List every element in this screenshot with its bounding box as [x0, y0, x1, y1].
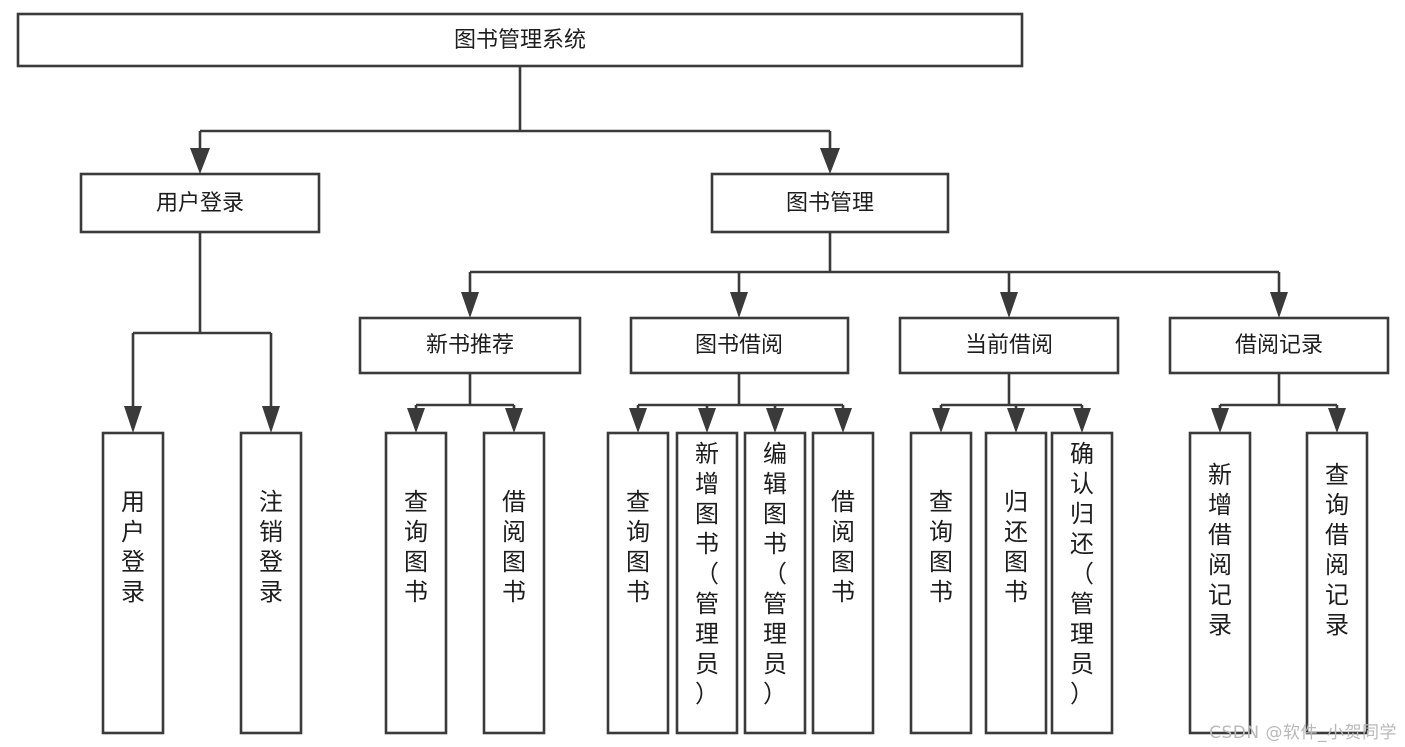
node-leaf-query-record-label: 查询借阅记录 — [1325, 461, 1349, 639]
node-leaf-add-record-label: 新增借阅记录 — [1208, 461, 1232, 639]
arrow-head-leaf-return-book — [1007, 408, 1025, 433]
node-leaf-borrow-book-2-box[interactable] — [811, 431, 875, 735]
node-leaf-edit-book[interactable]: 编辑图书（管理员） — [743, 431, 807, 735]
node-leaf-query-book-3-label: 查询图书 — [929, 488, 953, 606]
node-leaf-query-book-2-box[interactable] — [606, 431, 670, 735]
node-new-book-recommend-box[interactable] — [358, 316, 582, 375]
watermark: CSDN @软件_小贺同学 — [1209, 723, 1397, 743]
node-leaf-edit-book-box[interactable] — [743, 431, 807, 735]
arrow-head-book-borrow — [730, 292, 748, 318]
node-leaf-add-book-label: 新增图书（管理员） — [695, 440, 719, 708]
node-leaf-borrow-book-1[interactable]: 借阅图书 — [482, 431, 546, 735]
arrow-head-user-login — [190, 148, 210, 174]
node-leaf-query-book-2-label: 查询图书 — [626, 488, 650, 606]
node-root[interactable]: 图书管理系统 — [16, 12, 1024, 68]
arrow-head-leaf-edit-book — [766, 408, 784, 433]
connector-group-new-book-recommend — [407, 373, 523, 433]
node-leaf-logout-login-label: 注销登录 — [259, 488, 283, 606]
arrow-head-leaf-confirm-return — [1073, 408, 1091, 433]
node-leaf-borrow-book-2-label: 借阅图书 — [831, 488, 855, 606]
node-leaf-edit-book-label: 编辑图书（管理员） — [763, 440, 787, 708]
node-leaf-confirm-return-label: 确认归还（管理员） — [1070, 440, 1094, 708]
node-leaf-return-book-label: 归还图书 — [1004, 488, 1028, 606]
node-root-box[interactable] — [16, 12, 1024, 68]
node-new-book-recommend-label: 新书推荐 — [426, 333, 514, 358]
node-book-borrow[interactable]: 图书借阅 — [629, 316, 850, 375]
node-leaf-borrow-book-2[interactable]: 借阅图书 — [811, 431, 875, 735]
node-leaf-query-book-3[interactable]: 查询图书 — [909, 431, 973, 735]
node-book-borrow-box[interactable] — [629, 316, 850, 375]
arrow-head-leaf-query-book-1 — [407, 408, 425, 433]
node-new-book-recommend[interactable]: 新书推荐 — [358, 316, 582, 375]
arrow-head-leaf-add-record — [1211, 408, 1229, 433]
arrow-head-current-borrow — [1000, 292, 1018, 318]
node-leaf-confirm-return-box[interactable] — [1050, 431, 1114, 735]
node-leaf-return-book[interactable]: 归还图书 — [984, 431, 1048, 735]
node-borrow-record[interactable]: 借阅记录 — [1168, 316, 1390, 375]
node-leaf-return-book-box[interactable] — [984, 431, 1048, 735]
node-leaf-user-login-box[interactable] — [101, 431, 165, 735]
node-book-manage-label: 图书管理 — [786, 191, 874, 216]
node-leaf-query-record-box[interactable] — [1305, 431, 1369, 735]
node-leaf-add-book[interactable]: 新增图书（管理员） — [675, 431, 739, 735]
arrow-head-leaf-add-book — [698, 408, 716, 433]
node-current-borrow-box[interactable] — [898, 316, 1120, 375]
node-leaf-user-login-label: 用户登录 — [121, 488, 145, 606]
node-user-login-box[interactable] — [79, 172, 321, 234]
node-leaf-add-record[interactable]: 新增借阅记录 — [1188, 431, 1252, 735]
arrow-head-leaf-query-record — [1328, 408, 1346, 433]
node-current-borrow[interactable]: 当前借阅 — [898, 316, 1120, 375]
node-leaf-borrow-book-1-box[interactable] — [482, 431, 546, 735]
arrow-head-book-manage — [820, 148, 840, 174]
node-leaf-query-book-1-label: 查询图书 — [404, 488, 428, 606]
arrow-head-leaf-logout-login — [262, 406, 280, 433]
node-leaf-add-record-box[interactable] — [1188, 431, 1252, 735]
node-leaf-add-book-box[interactable] — [675, 431, 739, 735]
arrow-head-leaf-user-login — [124, 406, 142, 433]
connector-group-book-manage — [461, 232, 1288, 318]
arrow-head-new-book-recommend — [461, 292, 479, 318]
node-leaf-query-book-3-box[interactable] — [909, 431, 973, 735]
node-leaf-query-record[interactable]: 查询借阅记录 — [1305, 431, 1369, 735]
node-leaf-query-book-1[interactable]: 查询图书 — [384, 431, 448, 735]
node-leaf-borrow-book-1-label: 借阅图书 — [502, 488, 526, 606]
node-book-borrow-label: 图书借阅 — [695, 333, 783, 358]
connector-group-current-borrow — [932, 373, 1091, 433]
node-book-manage-box[interactable] — [710, 172, 950, 234]
node-root-label: 图书管理系统 — [454, 28, 586, 53]
arrow-head-leaf-query-book-2 — [629, 408, 647, 433]
node-borrow-record-box[interactable] — [1168, 316, 1390, 375]
connector-group-user-login — [124, 232, 280, 433]
node-leaf-logout-login-box[interactable] — [239, 431, 303, 735]
arrow-head-leaf-query-book-3 — [932, 408, 950, 433]
arrow-head-leaf-borrow-book-2 — [834, 408, 852, 433]
node-user-login[interactable]: 用户登录 — [79, 172, 321, 234]
node-leaf-query-book-2[interactable]: 查询图书 — [606, 431, 670, 735]
node-leaf-confirm-return[interactable]: 确认归还（管理员） — [1050, 431, 1114, 735]
connector-group-book-borrow — [629, 373, 852, 433]
node-current-borrow-label: 当前借阅 — [965, 333, 1053, 358]
arrow-head-leaf-borrow-book-1 — [505, 408, 523, 433]
arrow-head-borrow-record — [1270, 292, 1288, 318]
node-user-login-label: 用户登录 — [156, 191, 244, 216]
node-book-manage[interactable]: 图书管理 — [710, 172, 950, 234]
node-leaf-logout-login[interactable]: 注销登录 — [239, 431, 303, 735]
connector-group-borrow-record — [1211, 373, 1346, 433]
node-leaf-query-book-1-box[interactable] — [384, 431, 448, 735]
connector-group-root — [190, 66, 840, 174]
node-leaf-user-login[interactable]: 用户登录 — [101, 431, 165, 735]
node-borrow-record-label: 借阅记录 — [1235, 333, 1323, 358]
